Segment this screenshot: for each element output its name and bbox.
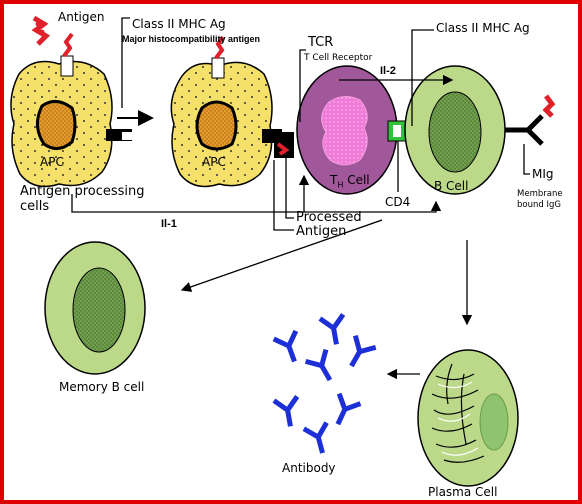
connector-lines: [71, 17, 530, 380]
major-histo-label: Major histocompatibility antigen: [122, 34, 261, 44]
apc-cell-middle: [170, 35, 294, 188]
arrow-apc-to-apc: [106, 110, 154, 141]
antibody-group: [276, 317, 373, 454]
b-cell-label: B Cell: [434, 179, 469, 193]
b-cell: [404, 65, 506, 195]
processed-antigen-label: Antigen: [296, 224, 347, 239]
plasma-cell: [417, 349, 519, 487]
cd4-connector: [387, 120, 407, 142]
plasma-cell-label: Plasma Cell: [428, 485, 498, 499]
antibody-label: Antibody: [282, 461, 336, 475]
cells-label: cells: [20, 199, 50, 214]
th-cell: Cell: [347, 173, 370, 187]
cd4-label: CD4: [385, 195, 411, 209]
processed-label: Processed: [296, 210, 362, 225]
il1-label: Il-1: [161, 218, 177, 230]
membrane-igg: [505, 94, 556, 146]
apc-left-label: APC: [40, 155, 64, 169]
immune-response-diagram: [10, 15, 556, 487]
th-h: H: [337, 180, 344, 190]
tcr-label: TCR: [308, 35, 334, 50]
class2-mhc-label-left: Class II MHC Ag: [132, 17, 226, 31]
class2-mhc-label-right: Class II MHC Ag: [436, 21, 530, 35]
antigen-processing-label: Antigen processing: [20, 184, 145, 199]
apc-middle-label: APC: [202, 155, 226, 169]
tcr-full-label: T Cell Receptor: [304, 53, 373, 63]
th-cell-label: TH Cell: [330, 174, 370, 189]
apc-cell-left: [10, 32, 113, 188]
antigen-label: Antigen: [58, 10, 105, 24]
bound-igg-label: bound IgG: [517, 200, 561, 210]
mig-label: MIg: [532, 167, 554, 181]
membrane-label: Membrane: [517, 189, 563, 199]
memory-b-cell: [44, 241, 146, 375]
antigen-molecule: [31, 15, 51, 46]
il2-label: Il-2: [380, 65, 396, 77]
memory-b-cell-label: Memory B cell: [59, 380, 145, 394]
th-t: T: [330, 173, 338, 187]
